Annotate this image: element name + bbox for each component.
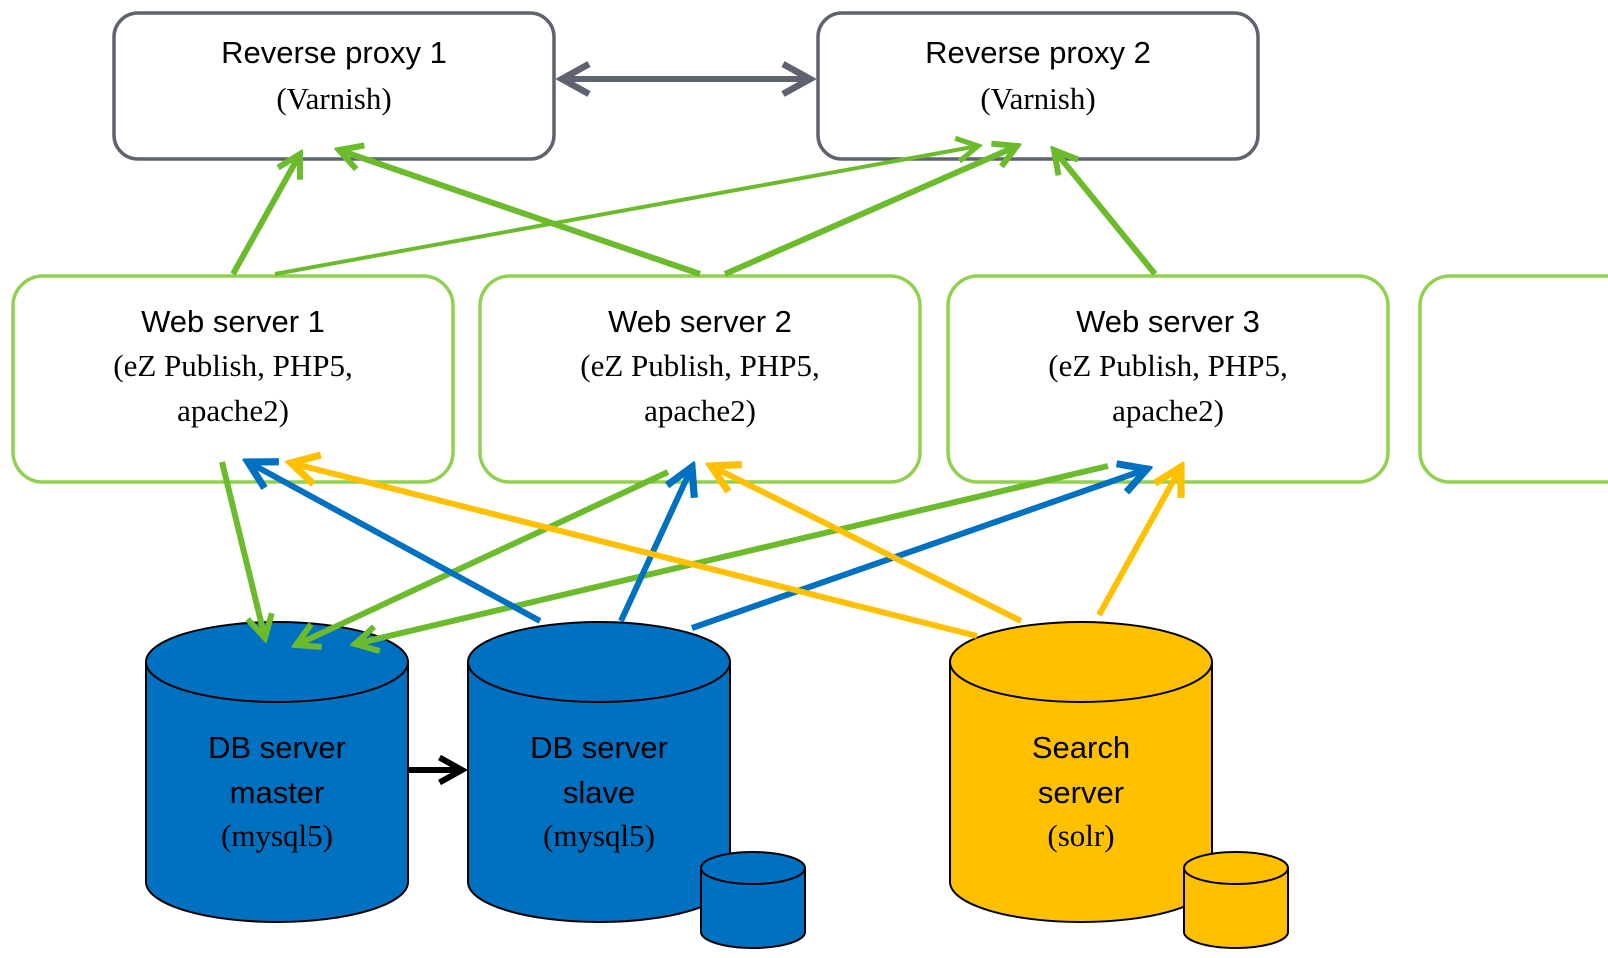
web-server-1: Web server 1 (eZ Publish, PHP5, apache2): [11, 274, 455, 484]
reverse-proxy-1: Reverse proxy 1 (Varnish): [112, 11, 556, 161]
web-server-2-line2: (eZ Publish, PHP5,: [580, 348, 819, 383]
web-server-2: Web server 2 (eZ Publish, PHP5, apache2): [478, 274, 922, 484]
web-server-2-line3: apache2): [644, 393, 756, 428]
db-slave-to-web2-arrow: [618, 467, 692, 623]
web1-to-proxy1-arrow: [230, 154, 300, 276]
db-slave-line3: (mysql5): [543, 818, 655, 853]
search-line3: (solr): [1047, 818, 1114, 853]
db-slave-line2: slave: [563, 775, 635, 810]
search-disk-icon: [1183, 851, 1289, 949]
db-slave-to-web3-arrow: [691, 469, 1147, 631]
search-line2: server: [1038, 775, 1124, 810]
db-master-line1: DB server: [208, 730, 346, 765]
web2-to-proxy2-arrow: [723, 146, 1017, 277]
db-master-line2: master: [230, 775, 325, 810]
web1-to-proxy2-arrow: [274, 146, 978, 276]
reverse-proxy-1-subtitle: (Varnish): [276, 81, 391, 116]
search-to-web1-arrow: [291, 463, 978, 639]
reverse-proxy-2: Reverse proxy 2 (Varnish): [816, 11, 1260, 161]
reverse-proxy-2-subtitle: (Varnish): [980, 81, 1095, 116]
web-server-2-title: Web server 2: [608, 304, 792, 339]
web-server-3-line3: apache2): [1112, 393, 1224, 428]
web3-to-proxy2-arrow: [1054, 150, 1158, 276]
web1-to-db-master-arrow: [219, 461, 265, 638]
web-to-proxy-arrows: [230, 146, 1158, 277]
db-slave-cylinder: DB server slave (mysql5): [467, 621, 731, 923]
reverse-proxy-1-title: Reverse proxy 1: [221, 35, 447, 70]
web-server-1-title: Web server 1: [141, 304, 325, 339]
web2-to-proxy1-arrow: [339, 150, 701, 277]
search-to-web-arrows: [291, 463, 1181, 639]
web2-to-db-master-arrow: [296, 469, 670, 645]
web-server-1-line3: apache2): [177, 393, 289, 428]
db-slave-to-web-arrows: [248, 462, 1147, 631]
web-server-3-title: Web server 3: [1076, 304, 1260, 339]
web-to-db-master-arrows: [219, 461, 1109, 645]
db-slave-disk-icon: [700, 851, 806, 949]
search-to-web2-arrow: [711, 466, 1023, 624]
web3-to-db-master-arrow: [355, 463, 1109, 644]
db-master-line3: (mysql5): [221, 818, 333, 853]
db-slave-to-web1-arrow: [248, 462, 542, 624]
search-to-web3-arrow: [1096, 467, 1181, 617]
db-slave-line1: DB server: [530, 730, 668, 765]
web-server-3: Web server 3 (eZ Publish, PHP5, apache2): [946, 274, 1390, 484]
db-master-cylinder: DB server master (mysql5): [145, 621, 409, 923]
reverse-proxy-2-title: Reverse proxy 2: [925, 35, 1151, 70]
web-server-3-line2: (eZ Publish, PHP5,: [1048, 348, 1287, 383]
search-server-cylinder: Search server (solr): [949, 621, 1213, 923]
web-server-1-line2: (eZ Publish, PHP5,: [113, 348, 352, 383]
search-line1: Search: [1032, 730, 1130, 765]
web-server-4-partial: [1418, 274, 1608, 484]
